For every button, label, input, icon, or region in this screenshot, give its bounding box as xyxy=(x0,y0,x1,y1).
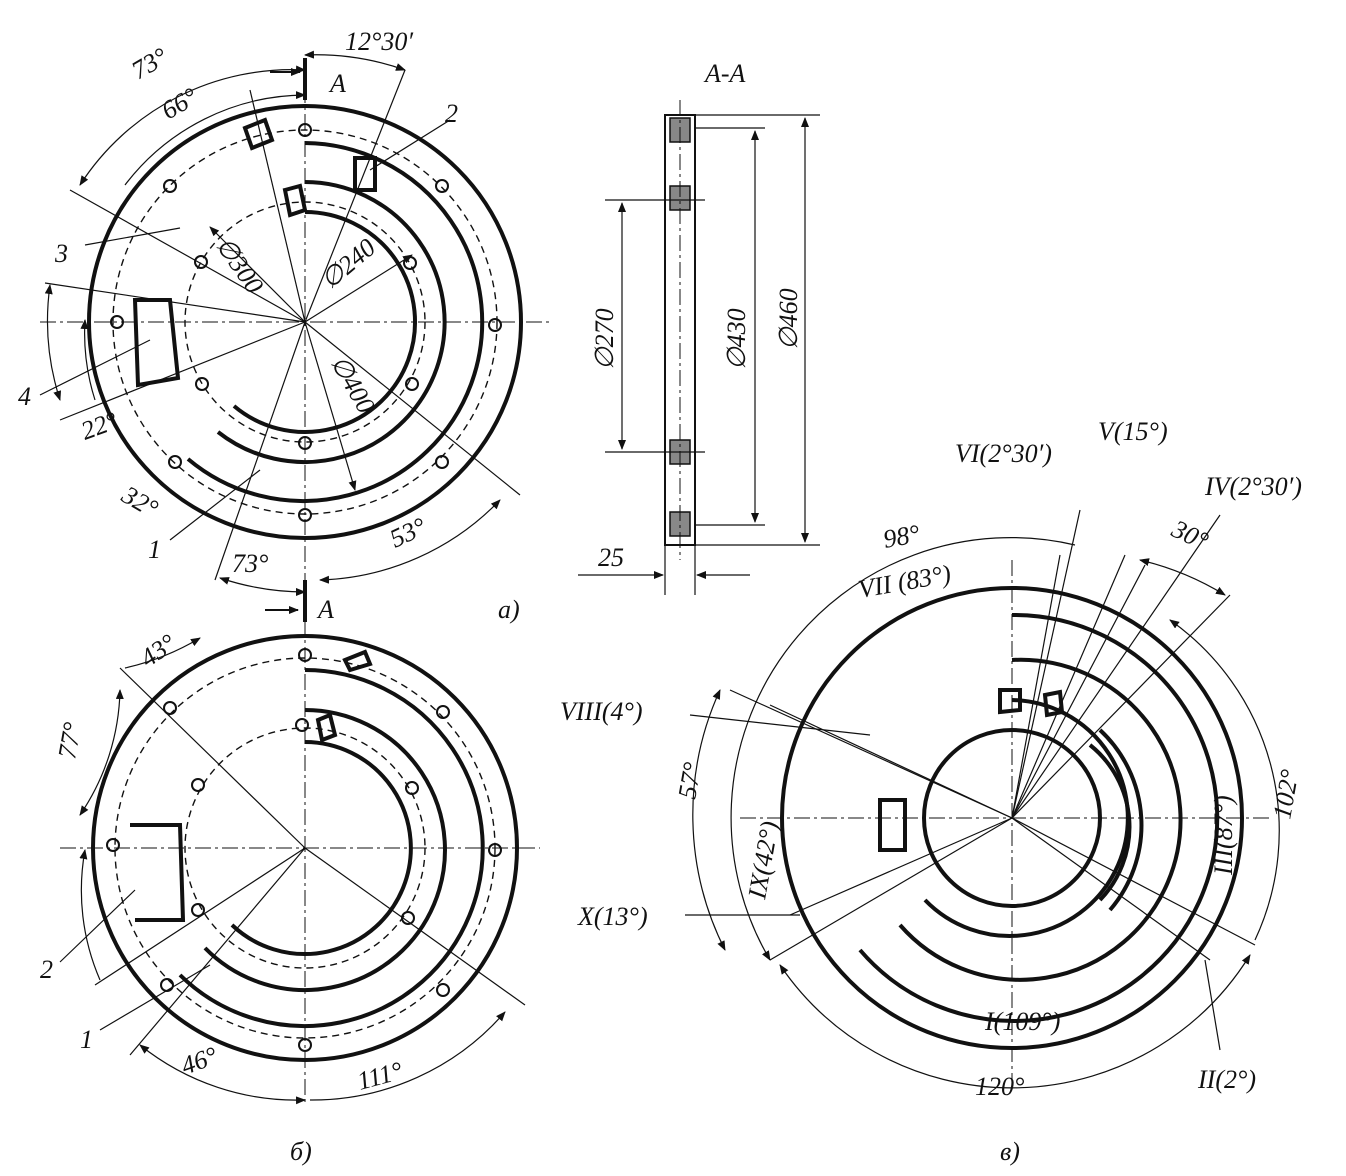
view-a-bolt-holes xyxy=(110,123,502,522)
zone-x: X(13°) xyxy=(577,902,648,931)
section-aa-labels: A-A ∅270 ∅430 ∅460 25 xyxy=(590,59,803,572)
zone-viii: VIII(4°) xyxy=(560,697,643,726)
angle-73-top: 73° xyxy=(127,42,173,85)
caption-v: в) xyxy=(1000,1137,1020,1166)
zone-iii: III(87°) xyxy=(1209,795,1238,876)
dim-thickness-25: 25 xyxy=(598,543,624,572)
dim-d300: ∅300 xyxy=(210,232,269,299)
angle-77: 77° xyxy=(52,720,87,761)
angle-46: 46° xyxy=(177,1041,221,1081)
callout-2-b: 2 xyxy=(40,955,53,984)
zone-i: I(109°) xyxy=(984,1007,1060,1036)
caption-a: а) xyxy=(498,595,520,624)
section-title: A-A xyxy=(703,59,746,88)
zone-iv: IV(2°30′) xyxy=(1204,472,1302,501)
zone-ii: II(2°) xyxy=(1197,1065,1256,1094)
angle-32: 32° xyxy=(116,480,163,524)
dim-d460: ∅460 xyxy=(774,288,803,350)
zone-vi: VI(2°30′) xyxy=(955,439,1052,468)
view-b-plate xyxy=(59,620,540,1105)
view-b-labels: 43° 77° 46° 111° 1 2 б) xyxy=(40,628,406,1166)
angle-111: 111° xyxy=(354,1056,406,1096)
section-mark-a-bottom: A xyxy=(316,595,334,624)
section-mark-a-top: A xyxy=(328,69,346,98)
angle-43: 43° xyxy=(135,628,181,673)
callout-1-a: 1 xyxy=(148,535,161,564)
callout-1-b: 1 xyxy=(80,1025,93,1054)
angle-57: 57° xyxy=(672,760,707,801)
section-aa xyxy=(578,100,820,595)
dim-d400: ∅400 xyxy=(325,351,381,419)
callout-3-a: 3 xyxy=(54,239,68,268)
zone-vii: VII (83°) xyxy=(856,559,953,604)
angle-22: 22° xyxy=(77,406,121,446)
view-v-plate xyxy=(685,509,1280,1089)
view-v-labels: 98° 30° 57° 102° 120° VI(2°30′) V(15°) I… xyxy=(560,417,1304,1166)
zone-ix: IX(42°) xyxy=(742,819,784,902)
callout-2-a: 2 xyxy=(445,99,458,128)
dim-d270: ∅270 xyxy=(590,308,619,370)
callout-4-a: 4 xyxy=(18,382,31,411)
angle-98: 98° xyxy=(881,519,922,554)
angle-73-bottom: 73° xyxy=(232,549,268,578)
caption-b: б) xyxy=(290,1137,312,1166)
dim-d240: ∅240 xyxy=(315,233,381,295)
angle-120: 120° xyxy=(975,1072,1024,1101)
angle-30: 30° xyxy=(1167,514,1213,556)
view-a-plate xyxy=(39,50,550,622)
zone-v: V(15°) xyxy=(1098,417,1168,446)
angle-12-30: 12°30′ xyxy=(345,27,413,56)
dim-d430: ∅430 xyxy=(722,308,751,370)
